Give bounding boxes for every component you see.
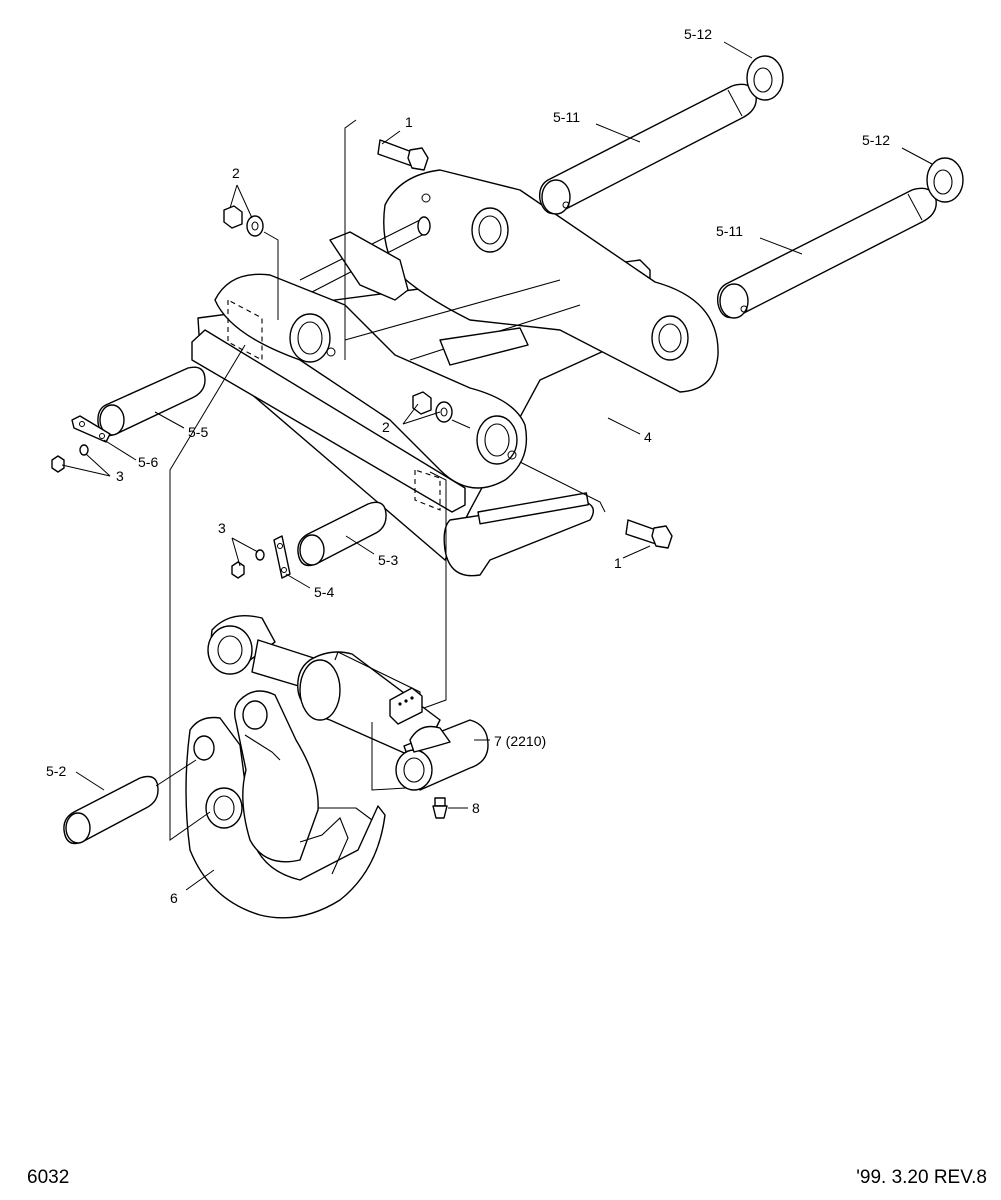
frame-front-upper-boss — [289, 313, 331, 363]
callout-plate-5-4: 5-4 — [314, 584, 334, 600]
callout-pin-5-2: 5-2 — [46, 763, 66, 779]
nuts-top — [223, 205, 264, 237]
frame-small-hole — [326, 347, 336, 357]
frame-rear-lower-bore — [658, 323, 682, 353]
callout-nuts-top: 2 — [232, 165, 240, 181]
callout-grease-fitting: 8 — [472, 800, 480, 816]
ring-5-12-top — [746, 55, 784, 101]
frame-rear-upper-boss — [471, 207, 509, 253]
leader-lines — [61, 41, 933, 891]
frame-lower-flange — [477, 492, 590, 525]
callout-frame: 4 — [644, 429, 652, 445]
pin-5-3 — [297, 501, 387, 567]
page-number: 6032 — [27, 1167, 70, 1188]
frame-gusset — [329, 231, 409, 301]
callout-pin-5-3: 5-3 — [378, 552, 398, 568]
grease-fitting — [432, 797, 448, 819]
callout-nuts-mid: 2 — [382, 419, 390, 435]
hydraulic-cylinder — [207, 615, 489, 791]
callout-hook: 6 — [170, 890, 178, 906]
callout-ring-5-12-top: 5-12 — [684, 26, 712, 42]
hidden-outline — [414, 469, 441, 511]
callout-pin-5-11-bottom: 5-11 — [716, 223, 743, 239]
pin-5-2 — [63, 775, 159, 845]
revision-date: '99. 3.20 REV.8 — [856, 1167, 987, 1188]
assembly-lines — [155, 119, 606, 841]
callout-washers-left: 3 — [116, 468, 124, 484]
plate-5-4 — [273, 535, 291, 579]
frame-small-hole — [421, 193, 431, 203]
frame-rear-upper-bore — [478, 215, 502, 245]
pin-5-5 — [97, 366, 206, 437]
washers-left — [51, 444, 89, 473]
frame-wedge-plate — [439, 327, 529, 366]
washers-mid — [231, 549, 265, 579]
callout-labels: 1 2 2 3 5-6 5-5 3 5-4 5-3 1 4 5-11 5-11 … — [46, 26, 890, 906]
hook — [185, 690, 386, 919]
ring-5-12-bottom — [926, 157, 964, 203]
callout-bolt-bottom: 1 — [614, 555, 622, 571]
frame-rear-lower-boss — [651, 315, 689, 361]
pin-5-11-top — [538, 83, 757, 215]
hidden-outline — [227, 299, 263, 361]
callout-cylinder: 7 (2210) — [494, 733, 546, 749]
frame-front-lower-bore — [484, 423, 510, 457]
frame-front-upper-bore — [297, 321, 323, 355]
callout-bolt-top: 1 — [405, 114, 413, 130]
bolt-bottom — [625, 519, 673, 549]
nuts-mid — [412, 391, 453, 423]
bolt-top — [377, 139, 429, 171]
plate-5-6 — [71, 415, 111, 443]
frame-cross-bar — [191, 329, 466, 513]
callout-plate-5-6: 5-6 — [138, 454, 158, 470]
callout-washers-mid: 3 — [218, 520, 226, 536]
coupler-frame — [191, 169, 719, 577]
frame-inner-edge — [344, 279, 561, 341]
frame-tube-end — [417, 216, 431, 236]
callout-pin-5-11-top: 5-11 — [553, 109, 580, 125]
callout-pin-5-5: 5-5 — [188, 424, 208, 440]
callout-ring-5-12-bottom: 5-12 — [862, 132, 890, 148]
pin-5-11-bottom — [716, 187, 937, 319]
frame-front-lower-boss — [476, 415, 518, 465]
frame-small-hole — [507, 450, 517, 460]
